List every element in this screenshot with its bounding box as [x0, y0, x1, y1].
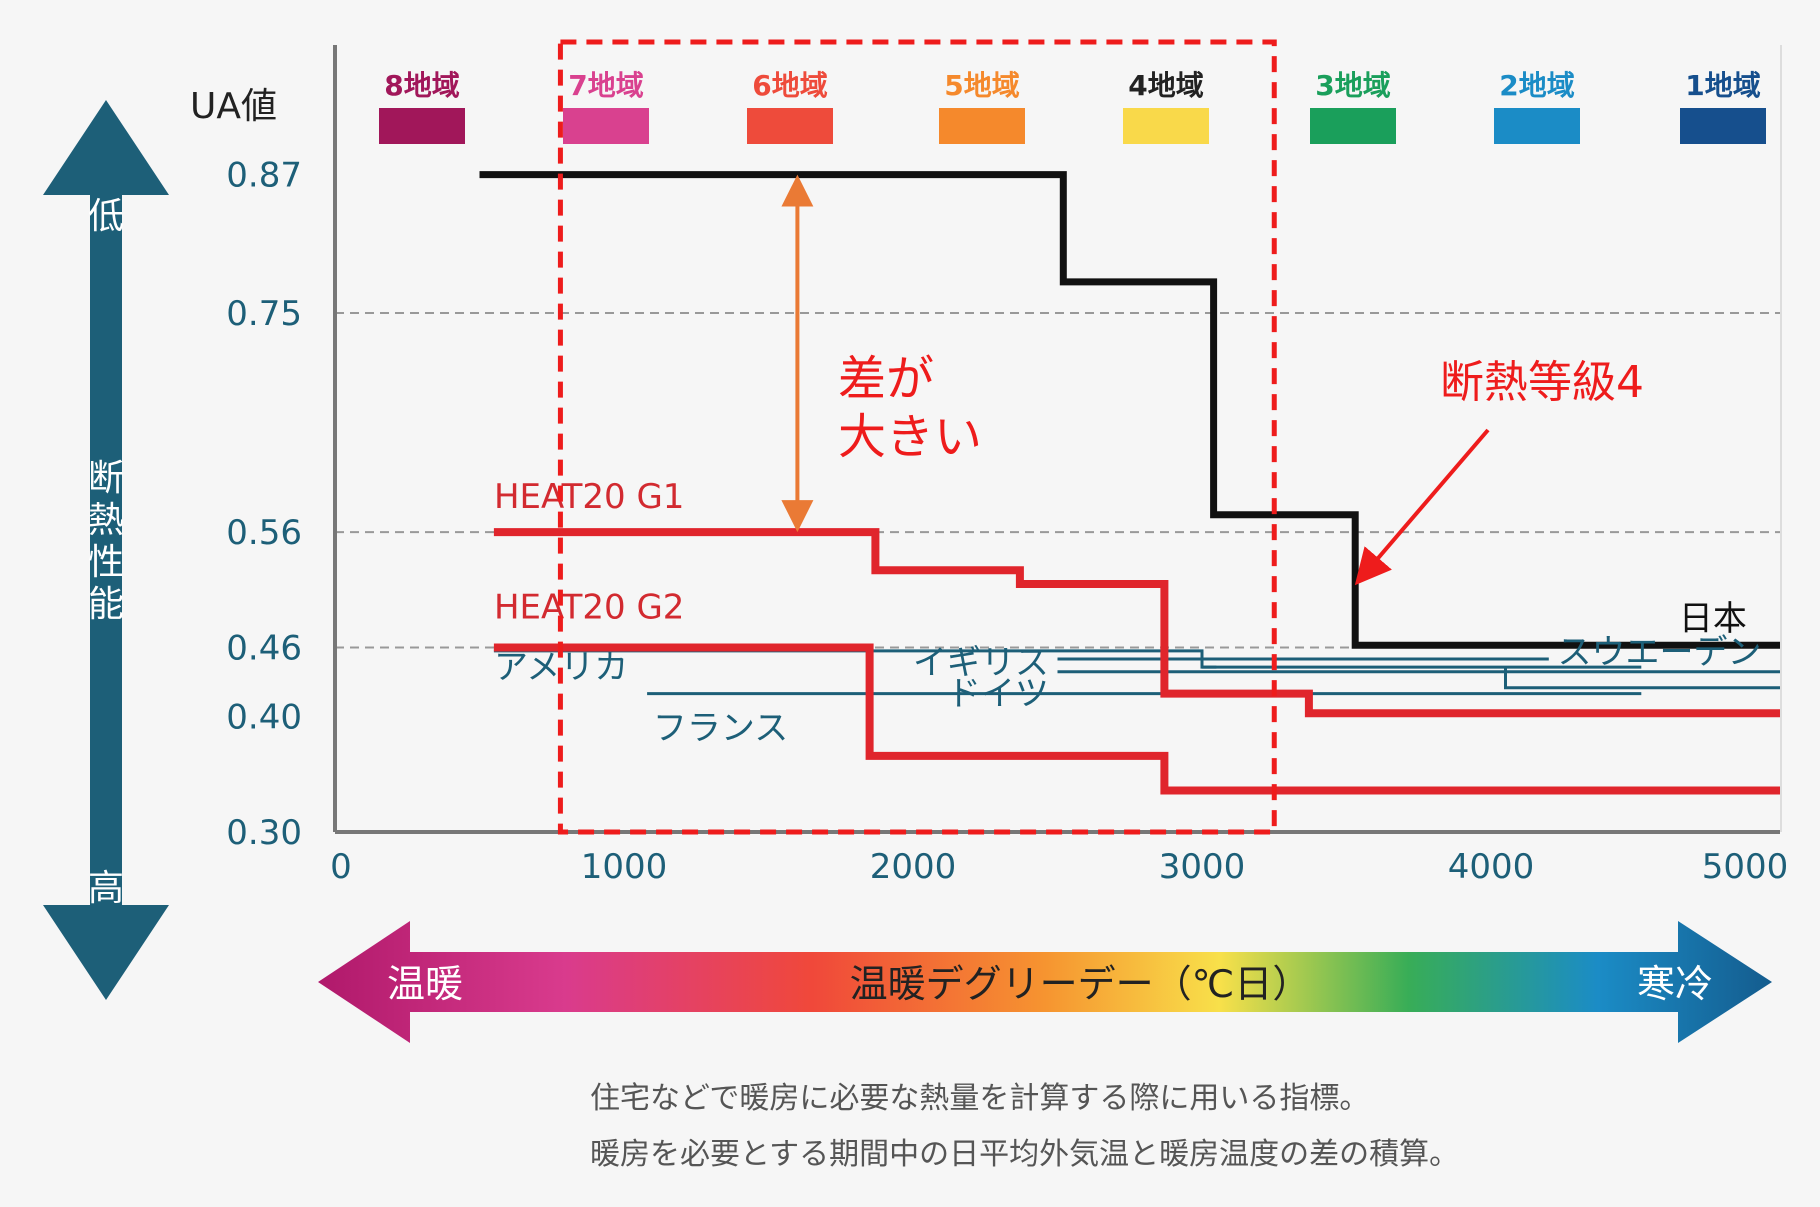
region-label-3: 6地域	[752, 69, 827, 102]
axis-middle-label-3: 性	[88, 542, 124, 583]
region-swatch-1	[379, 108, 465, 144]
highlight-box	[557, 39, 1277, 835]
region-legend: 8地域 7地域 6地域 5地域 4地域 3地域 2地域 1地域	[379, 69, 1766, 144]
horizontal-gradient-arrow	[318, 921, 1772, 1043]
axis-middle-label-4: 能	[88, 584, 124, 625]
x-tick-label-4: 4000	[1448, 847, 1535, 887]
difference-text-1: 差が	[838, 351, 934, 407]
axis-middle-label-2: 熱	[88, 500, 124, 541]
region-label-6: 3地域	[1315, 69, 1390, 102]
axis-bottom-label: 高	[88, 868, 124, 909]
warmth-scale-arrow: 温暖 温暖デグリーデー（℃日） 寒冷	[318, 921, 1772, 1043]
footnote-line-1: 住宅などで暖房に必要な熱量を計算する際に用いる指標。	[590, 1081, 1369, 1116]
region-swatch-8	[1680, 108, 1766, 144]
region-swatch-6	[1310, 108, 1396, 144]
degree-day-label: 温暖デグリーデー（℃日）	[850, 962, 1311, 1006]
series-line-2	[493, 528, 1780, 718]
series-label-7: スウエーデン	[1557, 633, 1761, 673]
axis-top-label: 低	[88, 196, 124, 237]
y-tick-label-2: 0.56	[226, 513, 302, 553]
region-swatch-4	[939, 108, 1025, 144]
y-tick-label-0: 0.87	[226, 156, 302, 196]
region-label-4: 5地域	[944, 69, 1019, 102]
x-tick-label-0: 0	[330, 847, 352, 887]
cold-label: 寒冷	[1637, 962, 1713, 1006]
x-tick-label-2: 2000	[870, 847, 957, 887]
region-label-5: 4地域	[1128, 69, 1203, 102]
series-line-7	[1202, 665, 1780, 690]
series-labels: 日本HEAT20 G1HEAT20 G2アメリカイギリスドイツスウエーデンフラン…	[494, 477, 1762, 749]
series-label-1: 日本	[1679, 599, 1747, 639]
footnote-line-2: 暖房を必要とする期間中の日平均外気温と暖房温度の差の積算。	[590, 1137, 1459, 1172]
y-tick-label-3: 0.46	[226, 628, 302, 668]
difference-text-2: 大きい	[838, 409, 982, 465]
series-line-3	[493, 643, 1780, 795]
series-lines	[479, 171, 1780, 795]
region-label-2: 7地域	[568, 69, 643, 102]
series-label-6: ドイツ	[947, 674, 1049, 714]
grade-arrow	[1354, 428, 1490, 586]
vertical-double-arrow	[43, 100, 169, 1000]
series-label-3: HEAT20 G2	[494, 588, 685, 628]
series-line-1	[479, 171, 1780, 649]
y-unit-label: UA値	[190, 86, 277, 127]
y-tick-label-1: 0.75	[226, 294, 302, 334]
region-label-7: 2地域	[1499, 69, 1574, 102]
grade-label: 断熱等級4	[1440, 357, 1644, 408]
region-label-8: 1地域	[1685, 69, 1760, 102]
x-tick-labels: 0 1000 2000 3000 4000 5000	[330, 847, 1788, 887]
region-swatch-3	[747, 108, 833, 144]
y-tick-label-4: 0.40	[226, 698, 302, 738]
warm-label: 温暖	[387, 962, 463, 1006]
series-label-5: イギリス	[913, 643, 1049, 683]
series-label-2: HEAT20 G1	[494, 477, 685, 517]
insulation-performance-axis: 低 断 熱 性 能 高	[43, 100, 169, 1000]
y-tick-label-5: 0.30	[226, 813, 302, 853]
region-swatch-7	[1494, 108, 1580, 144]
region-swatch-2	[563, 108, 649, 144]
series-label-8: フランス	[653, 709, 788, 749]
x-tick-label-5: 5000	[1702, 847, 1789, 887]
x-tick-label-1: 1000	[581, 847, 668, 887]
axis-middle-label-1: 断	[88, 458, 124, 499]
region-label-1: 8地域	[384, 69, 459, 102]
x-tick-label-3: 3000	[1159, 847, 1246, 887]
y-tick-labels: 0.87 0.75 0.56 0.46 0.40 0.30	[226, 156, 302, 853]
region-swatch-5	[1123, 108, 1209, 144]
